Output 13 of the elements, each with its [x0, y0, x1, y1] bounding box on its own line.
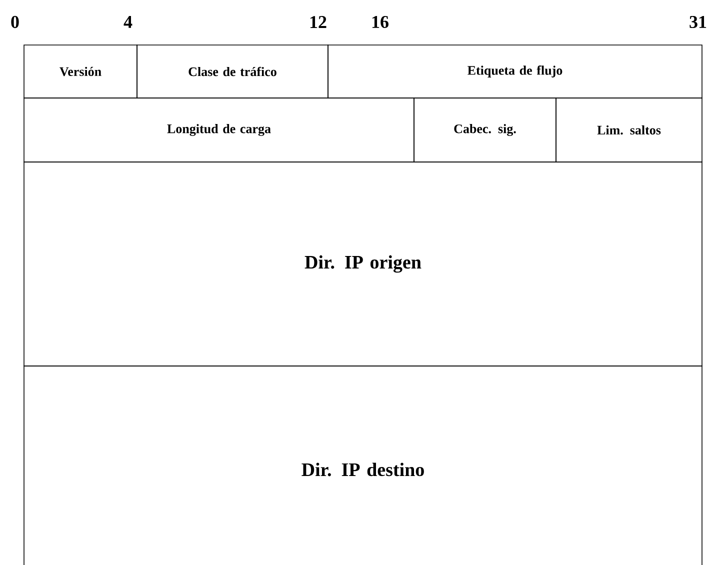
bit-number: 0	[11, 16, 19, 28]
header-field: Clase de tráfico	[136, 44, 328, 98]
bit-number: 4	[124, 16, 132, 28]
header-field: Dir. IP destino	[24, 366, 702, 565]
bit-number: 16	[372, 16, 388, 28]
header-field: Dir. IP origen	[24, 162, 702, 366]
header-field: Etiqueta de flujo	[328, 44, 702, 98]
bit-number: 31	[690, 16, 706, 28]
header-field: Cabec. sig.	[414, 98, 556, 162]
header-field: Lim. saltos	[556, 98, 702, 162]
bit-number: 12	[310, 16, 326, 28]
header-field: Versión	[24, 44, 138, 98]
header-field: Longitud de carga	[24, 98, 414, 162]
